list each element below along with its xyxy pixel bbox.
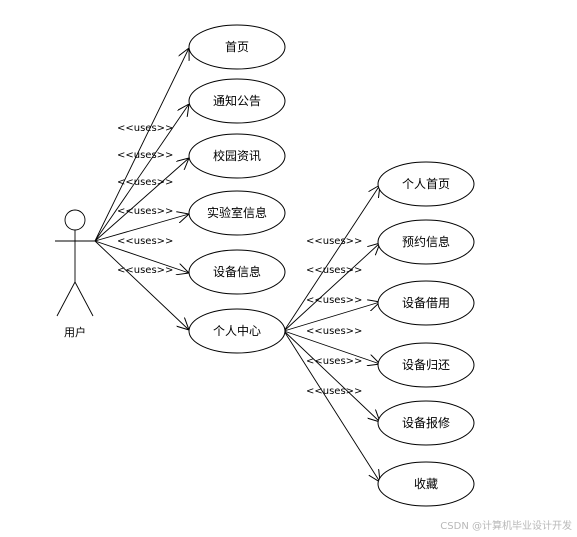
use-case-reservation: 预约信息 [377, 219, 475, 265]
use-case-notice: 通知公告 [188, 78, 286, 124]
use-case-personal-home: 个人首页 [377, 161, 475, 207]
assoc-favorites [283, 330, 380, 482]
assoc-campus-news [94, 158, 189, 242]
stereotype-label: <<uses>> [306, 295, 362, 306]
use-case-home: 首页 [188, 24, 286, 70]
use-case-label: 设备报修 [402, 415, 450, 430]
stereotype-label: <<uses>> [306, 265, 362, 276]
use-case-label: 预约信息 [402, 234, 450, 249]
stereotype-label: <<uses>> [306, 356, 362, 367]
associations-actor [94, 48, 189, 330]
stereotypes-personal-center: <<uses>> <<uses>> <<uses>> <<uses>> <<us… [306, 236, 362, 397]
use-case-label: 实验室信息 [207, 205, 267, 220]
stereotype-label: <<uses>> [306, 326, 362, 337]
use-case-campus-news: 校园资讯 [188, 133, 286, 179]
use-case-device-return: 设备归还 [377, 342, 475, 388]
use-case-label: 通知公告 [213, 94, 261, 108]
use-case-device-borrow: 设备借用 [377, 280, 475, 326]
use-case-favorites: 收藏 [377, 461, 475, 507]
stereotypes-actor: <<uses>> <<uses>> <<uses>> <<uses>> <<us… [117, 123, 173, 276]
use-case-label: 设备归还 [402, 358, 450, 372]
use-case-personal-center: 个人中心 [188, 308, 286, 354]
stereotype-label: <<uses>> [117, 206, 173, 217]
stereotype-label: <<uses>> [117, 177, 173, 188]
stereotype-label: <<uses>> [117, 265, 173, 276]
assoc-device-borrow [283, 302, 380, 332]
actor-user: 用户 [55, 209, 95, 339]
watermark: CSDN @计算机毕业设计开发 [440, 519, 572, 532]
use-case-label: 个人首页 [402, 177, 450, 191]
assoc-device-info [94, 240, 189, 273]
use-case-label: 收藏 [414, 477, 438, 491]
actor-right-leg [74, 281, 94, 317]
use-case-label: 校园资讯 [213, 148, 261, 163]
actor-head [64, 209, 86, 231]
stereotype-label: <<uses>> [117, 150, 173, 161]
use-case-label: 设备信息 [213, 264, 261, 279]
use-case-label: 首页 [225, 40, 249, 54]
assoc-personal-home [283, 185, 380, 332]
assoc-notice [94, 104, 189, 242]
stereotype-label: <<uses>> [306, 236, 362, 247]
assoc-reservation [283, 243, 380, 332]
assoc-device-repair [283, 330, 380, 422]
assoc-home [94, 48, 189, 242]
use-case-device-repair: 设备报修 [377, 400, 475, 446]
assoc-device-return [283, 330, 380, 364]
use-case-device-info: 设备信息 [188, 249, 286, 295]
use-case-label: 个人中心 [213, 323, 261, 338]
actor-left-leg [56, 281, 76, 317]
assoc-lab-info [94, 214, 189, 242]
assoc-personal-center [94, 240, 189, 330]
stereotype-label: <<uses>> [117, 123, 173, 134]
use-case-lab-info: 实验室信息 [188, 190, 286, 236]
stereotype-label: <<uses>> [306, 386, 362, 397]
use-case-label: 设备借用 [402, 296, 450, 310]
associations-personal-center [283, 185, 380, 482]
actor-name: 用户 [64, 325, 86, 339]
stereotype-label: <<uses>> [117, 236, 173, 247]
